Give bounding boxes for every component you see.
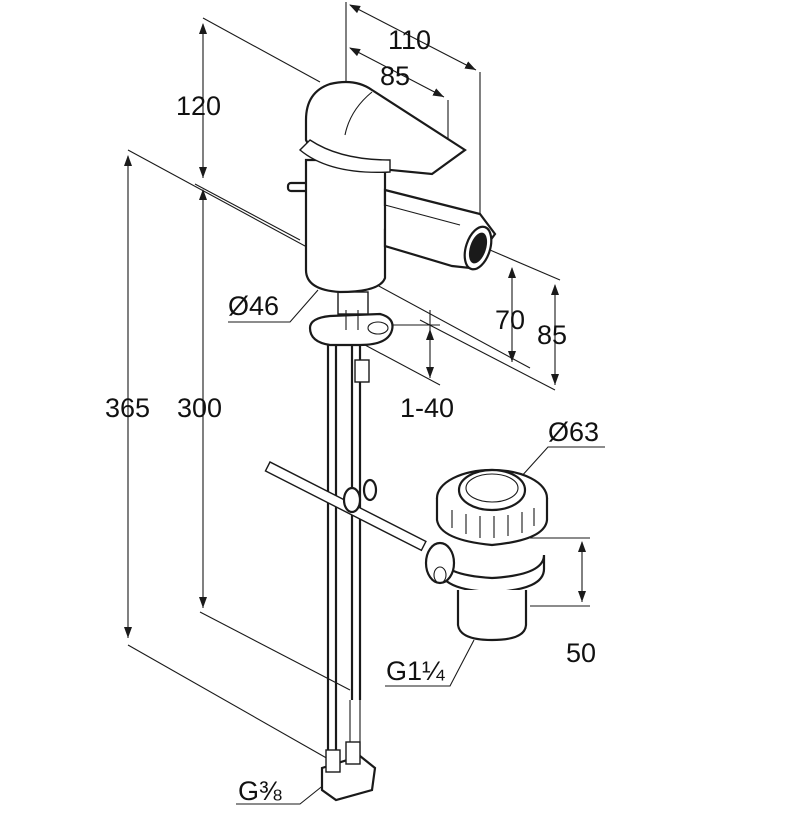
dimension-diameter-63: Ø63	[548, 417, 599, 447]
dimension-diameter-46: Ø46	[228, 291, 279, 321]
dimension-lines	[124, 2, 605, 805]
dimension-1-40: 1-40	[400, 393, 454, 423]
pop-up-rod	[264, 359, 427, 552]
waste-fitting	[424, 468, 549, 642]
dimension-120: 120	[176, 91, 221, 121]
thread-g3-8: G⅜	[238, 776, 282, 806]
mounting-bracket	[308, 291, 394, 347]
supply-hoses	[326, 345, 362, 760]
mixer-body	[286, 80, 497, 294]
dimension-85-right: 85	[537, 320, 567, 350]
dimension-365: 365	[105, 393, 150, 423]
dimension-50: 50	[566, 638, 596, 668]
dimension-110: 110	[388, 25, 431, 55]
thread-g1-1-4: G1¼	[386, 656, 445, 686]
dimension-70: 70	[495, 305, 525, 335]
dimension-85-top: 85	[380, 61, 410, 91]
supply-connector	[320, 741, 377, 802]
dimension-300: 300	[177, 393, 222, 423]
